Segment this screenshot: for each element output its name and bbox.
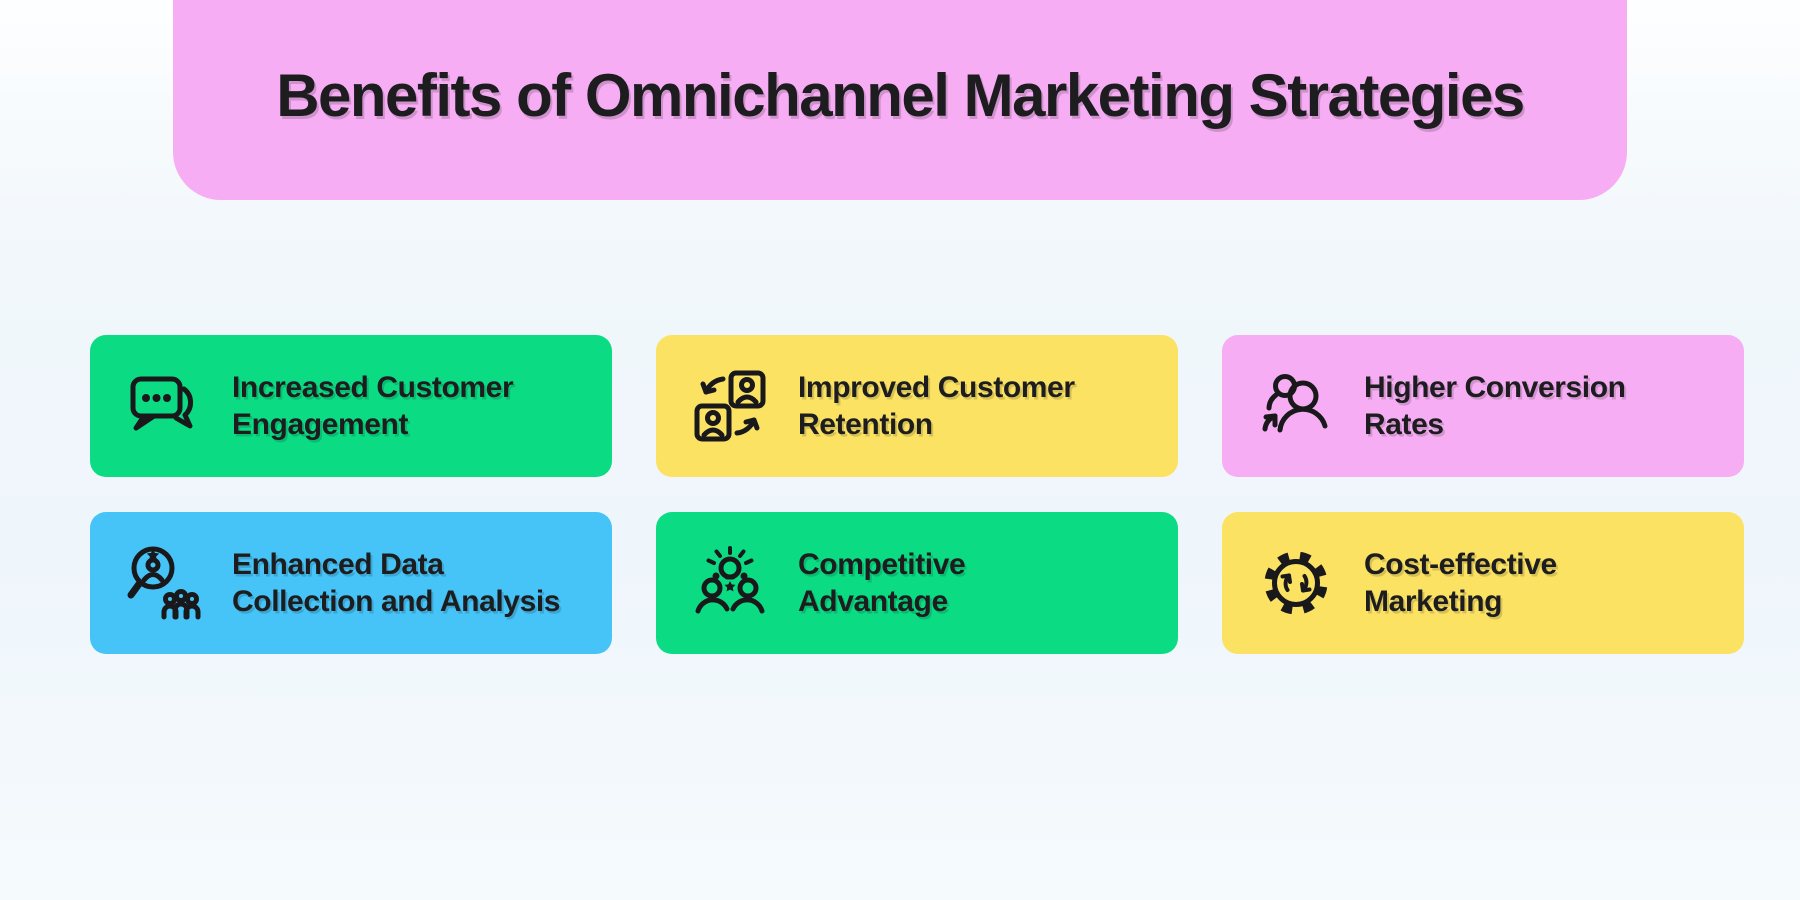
- label-line-2: Engagement: [232, 408, 409, 441]
- benefit-card-cost-effective-marketing: Cost-effective Marketing: [1222, 512, 1744, 654]
- label-line-1: Competitive: [798, 548, 966, 581]
- gear-refresh-icon: [1256, 543, 1336, 623]
- benefit-card-increased-customer-engagement: Increased Customer Engagement: [90, 335, 612, 477]
- benefit-card-label: Cost-effective Marketing: [1364, 546, 1557, 620]
- benefit-card-higher-conversion-rates: Higher Conversion Rates: [1222, 335, 1744, 477]
- label-line-2: Marketing: [1364, 585, 1503, 618]
- label-line-1: Improved Customer: [798, 371, 1075, 404]
- title-banner: Benefits of Omnichannel Marketing Strate…: [173, 0, 1627, 200]
- benefit-card-label: Competitive Advantage: [798, 546, 966, 620]
- label-line-1: Increased Customer: [232, 371, 514, 404]
- benefit-card-label: Improved Customer Retention: [798, 369, 1075, 443]
- benefit-card-label: Enhanced Data Collection and Analysis: [232, 546, 561, 620]
- benefit-card-enhanced-data-collection: Enhanced Data Collection and Analysis: [90, 512, 612, 654]
- benefit-card-label: Higher Conversion Rates: [1364, 369, 1626, 443]
- label-line-1: Higher Conversion: [1364, 371, 1626, 404]
- label-line-1: Enhanced Data: [232, 548, 444, 581]
- benefits-grid: Increased Customer Engagement: [90, 335, 1744, 654]
- benefit-card-improved-customer-retention: Improved Customer Retention: [656, 335, 1178, 477]
- chat-bubbles-icon: [124, 366, 204, 446]
- label-line-2: Retention: [798, 408, 933, 441]
- label-line-1: Cost-effective: [1364, 548, 1557, 581]
- magnifier-audience-icon: [124, 543, 204, 623]
- benefit-card-label: Increased Customer Engagement: [232, 369, 514, 443]
- users-growth-icon: [1256, 366, 1336, 446]
- idea-team-icon: [690, 543, 770, 623]
- label-line-2: Advantage: [798, 585, 948, 618]
- page-title: Benefits of Omnichannel Marketing Strate…: [276, 61, 1525, 129]
- customer-swap-icon: [690, 366, 770, 446]
- label-line-2: Collection and Analysis: [232, 585, 561, 618]
- benefit-card-competitive-advantage: Competitive Advantage: [656, 512, 1178, 654]
- label-line-2: Rates: [1364, 408, 1444, 441]
